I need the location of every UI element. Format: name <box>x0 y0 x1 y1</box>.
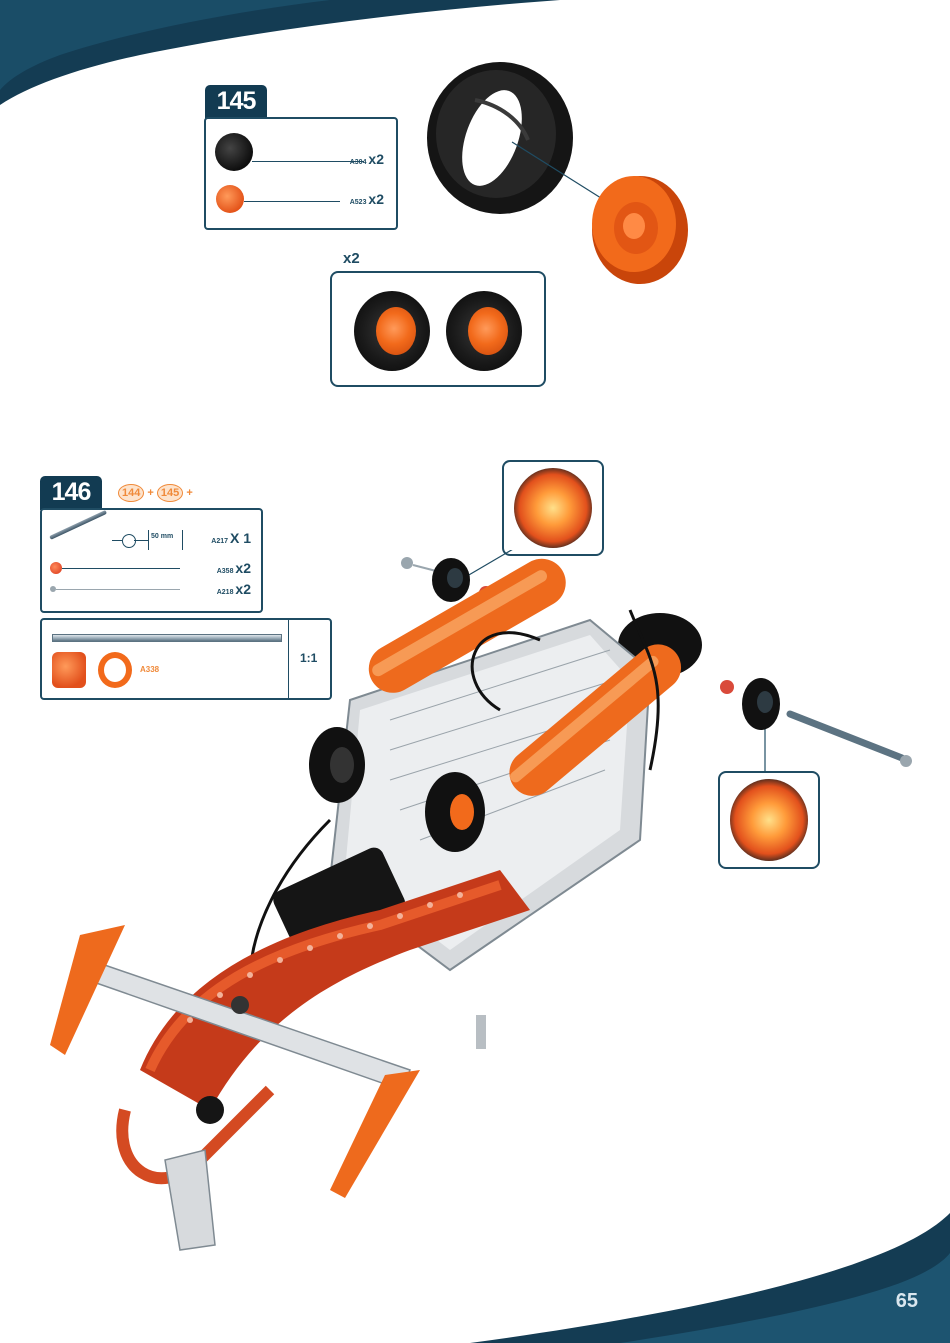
length-label: 50 mm <box>151 533 173 540</box>
part-code-text: A217 <box>211 538 228 545</box>
orange-hub-icon <box>216 185 244 213</box>
axle-rod-icon <box>49 510 107 540</box>
wheel-hub <box>376 307 416 355</box>
black-tyre-icon <box>215 133 253 171</box>
step-146-badge: 146 <box>40 476 102 510</box>
length-marker <box>148 530 149 550</box>
ref-step-144: 144 <box>118 484 144 502</box>
wheel-front-view <box>514 468 592 548</box>
part-code: A217 X 1 <box>211 530 251 546</box>
leader-line <box>112 540 122 541</box>
part-code: A523 x2 <box>350 191 384 207</box>
part-qty: X 1 <box>230 530 251 546</box>
part-qty: x2 <box>368 191 384 207</box>
part-qty: x2 <box>368 151 384 167</box>
axle-end-cap-icon <box>122 534 136 548</box>
wheel-callout-top <box>502 460 604 556</box>
ref-step-145: 145 <box>157 484 183 502</box>
page-number: 65 <box>896 1290 918 1313</box>
step-145-result-box <box>330 271 546 387</box>
tyre-hub-exploded-illustration <box>420 60 710 300</box>
ref-separator: + <box>186 487 192 499</box>
leader-line <box>252 161 364 162</box>
helicopter-model-illustration <box>30 550 920 1270</box>
part-code-text: A304 <box>350 159 367 166</box>
leader-line <box>134 540 148 541</box>
step-145-badge: 145 <box>205 85 267 119</box>
ref-separator: + <box>147 487 153 499</box>
part-code: A304 x2 <box>350 151 384 167</box>
leader-line <box>244 201 340 202</box>
wheel-hub <box>468 307 508 355</box>
step-145-parts-box: A304 x2 A523 x2 <box>204 117 398 230</box>
step-refs: 144 + 145 + <box>118 484 193 502</box>
length-marker <box>182 530 183 550</box>
repeat-count-x2: x2 <box>343 250 360 267</box>
part-code-text: A523 <box>350 199 367 206</box>
